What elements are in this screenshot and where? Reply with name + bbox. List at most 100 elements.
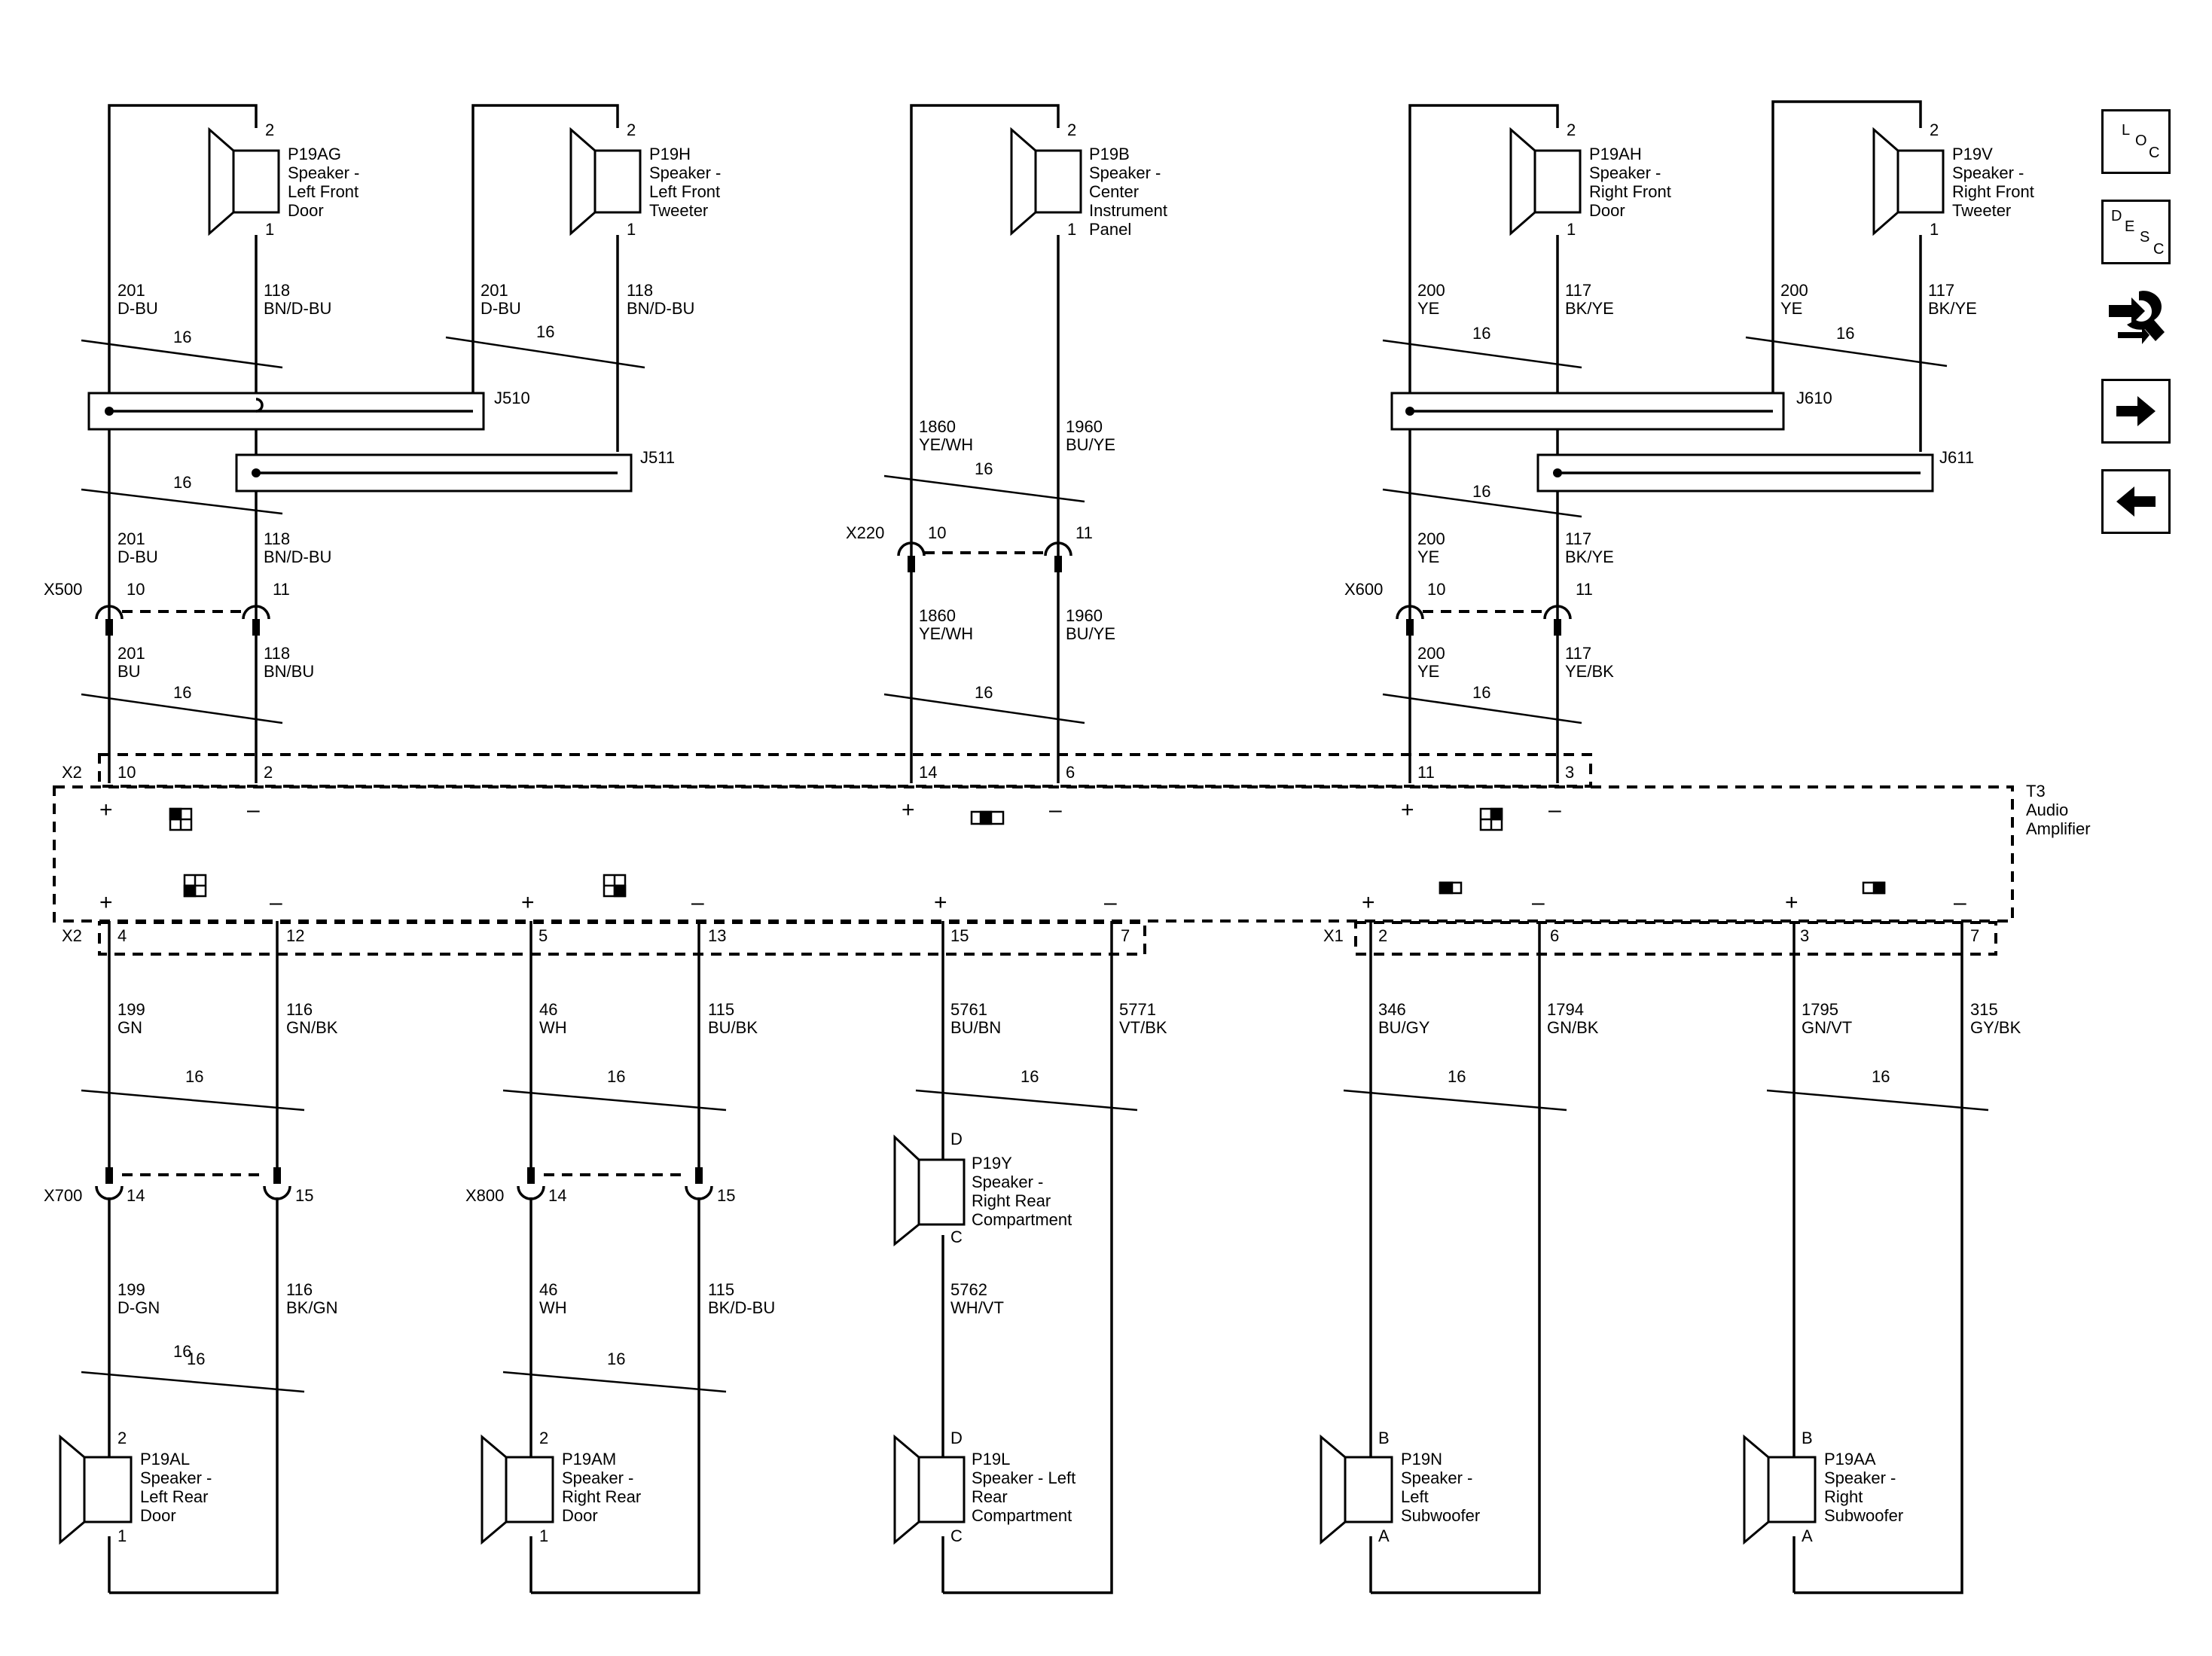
svg-text:1: 1	[265, 220, 274, 239]
svg-text:P19N: P19N	[1401, 1450, 1442, 1468]
svg-text:11: 11	[1417, 763, 1435, 782]
svg-text:–: –	[1049, 798, 1062, 822]
arrow-right-icon[interactable]	[2101, 379, 2171, 444]
svg-text:C: C	[950, 1526, 963, 1545]
svg-text:BU/BN: BU/BN	[950, 1018, 1001, 1037]
svg-text:115: 115	[708, 1280, 734, 1299]
svg-text:1960: 1960	[1066, 606, 1103, 625]
svg-text:Speaker -: Speaker -	[1952, 163, 2024, 182]
svg-text:X500: X500	[44, 580, 82, 599]
svg-text:+: +	[934, 890, 947, 915]
svg-text:P19V: P19V	[1952, 145, 1993, 163]
svg-text:BN/BU: BN/BU	[264, 662, 314, 681]
arrow-left-icon[interactable]	[2101, 469, 2171, 534]
svg-text:VT/BK: VT/BK	[1119, 1018, 1167, 1037]
svg-text:BU/YE: BU/YE	[1066, 435, 1115, 454]
svg-text:13: 13	[708, 926, 726, 945]
svg-text:BU: BU	[117, 662, 141, 681]
svg-text:199: 199	[117, 1280, 145, 1299]
desc-letter: D	[2111, 208, 2122, 224]
loc-button[interactable]: L O C	[2101, 109, 2171, 174]
connector-x220: X220 10 11	[846, 523, 1093, 572]
svg-text:P19AA: P19AA	[1824, 1450, 1876, 1468]
svg-text:117: 117	[1565, 281, 1591, 300]
svg-text:C: C	[950, 1228, 963, 1246]
desc-button[interactable]: D E S C	[2101, 200, 2171, 264]
speaker-p19am: 2 1 P19AM Speaker - Right Rear Door	[481, 1429, 641, 1545]
svg-text:14: 14	[919, 763, 937, 782]
svg-text:BK/D-BU: BK/D-BU	[708, 1298, 775, 1317]
svg-text:P19AM: P19AM	[562, 1450, 616, 1468]
svg-text:117: 117	[1565, 644, 1591, 663]
svg-text:D-GN: D-GN	[117, 1298, 160, 1317]
gauge-marks-upper: 16 16 16 16 16 16 16 16 16 16	[81, 322, 1948, 724]
wires-center	[910, 104, 1060, 783]
svg-text:3: 3	[1800, 926, 1809, 945]
svg-text:Left: Left	[1401, 1487, 1429, 1506]
svg-text:16: 16	[1021, 1067, 1039, 1086]
svg-text:GN/BK: GN/BK	[286, 1018, 338, 1037]
svg-text:2: 2	[627, 120, 636, 139]
svg-text:118: 118	[264, 644, 290, 663]
svg-text:GN: GN	[117, 1018, 142, 1037]
svg-text:118: 118	[627, 281, 653, 300]
svg-text:7: 7	[1121, 926, 1130, 945]
wrench-arrows-icon[interactable]	[2101, 282, 2171, 347]
svg-text:11: 11	[273, 580, 290, 599]
loc-letter: L	[2122, 122, 2131, 139]
svg-text:1: 1	[539, 1526, 548, 1545]
svg-text:16: 16	[607, 1067, 625, 1086]
svg-text:–: –	[247, 798, 260, 822]
channel-icon	[183, 874, 207, 898]
svg-text:4: 4	[117, 926, 127, 945]
svg-text:BN/D-BU: BN/D-BU	[627, 299, 694, 318]
svg-text:Right Rear: Right Rear	[562, 1487, 641, 1506]
svg-text:BU/GY: BU/GY	[1378, 1018, 1430, 1037]
svg-text:2: 2	[539, 1429, 548, 1447]
svg-text:–: –	[270, 890, 282, 915]
channel-icon	[1862, 881, 1886, 895]
speaker-p19l: D C P19L Speaker - Left Rear Compartment	[893, 1429, 1075, 1545]
svg-text:16: 16	[1872, 1067, 1890, 1086]
svg-text:GN/BK: GN/BK	[1547, 1018, 1599, 1037]
connector-x700: X700 14 15	[44, 1167, 313, 1205]
svg-text:X2: X2	[62, 763, 82, 782]
svg-text:Left Front: Left Front	[288, 182, 358, 201]
svg-text:200: 200	[1417, 529, 1445, 548]
svg-text:Speaker -: Speaker -	[140, 1468, 212, 1487]
svg-text:Speaker - Left: Speaker - Left	[972, 1468, 1075, 1487]
svg-text:YE: YE	[1417, 662, 1439, 681]
svg-text:–: –	[1548, 798, 1561, 822]
svg-text:P19B: P19B	[1089, 145, 1130, 163]
svg-text:P19H: P19H	[649, 145, 691, 163]
splice-label-j511: J511	[640, 448, 675, 467]
svg-text:1794: 1794	[1547, 1000, 1584, 1019]
svg-text:Speaker -: Speaker -	[1089, 163, 1161, 182]
svg-text:GN/VT: GN/VT	[1802, 1018, 1852, 1037]
svg-text:+: +	[521, 890, 535, 915]
svg-text:15: 15	[295, 1186, 313, 1205]
splice-j511: J511	[235, 448, 675, 493]
svg-text:10: 10	[127, 580, 145, 599]
svg-text:Compartment: Compartment	[972, 1506, 1072, 1525]
svg-text:16: 16	[187, 1350, 205, 1368]
svg-text:YE/BK: YE/BK	[1565, 662, 1614, 681]
svg-text:–: –	[1532, 890, 1545, 915]
svg-text:5761: 5761	[950, 1000, 987, 1019]
svg-text:YE: YE	[1780, 299, 1802, 318]
svg-text:YE: YE	[1417, 299, 1439, 318]
svg-text:16: 16	[536, 322, 554, 341]
arrow-right-icon-graphic	[2116, 396, 2156, 426]
svg-text:116: 116	[286, 1280, 313, 1299]
svg-text:2: 2	[117, 1429, 127, 1447]
svg-text:201: 201	[481, 281, 508, 300]
svg-text:Center: Center	[1089, 182, 1139, 201]
svg-text:Speaker -: Speaker -	[1401, 1468, 1472, 1487]
svg-text:1: 1	[1930, 220, 1939, 239]
splice-j611: J611	[1536, 448, 1974, 493]
svg-text:X220: X220	[846, 523, 884, 542]
svg-text:1860: 1860	[919, 606, 956, 625]
svg-text:+: +	[1362, 890, 1375, 915]
